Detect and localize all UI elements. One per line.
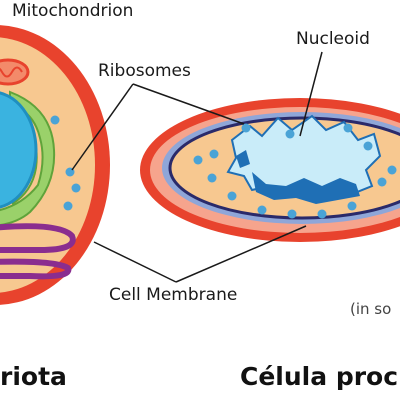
- eukaryota-caption: riota: [0, 362, 67, 391]
- prokaryote-caption: Célula proc: [240, 362, 398, 391]
- prokaryotic-cell: [140, 98, 400, 242]
- membrane-leader-left: [93, 241, 177, 283]
- eukaryotic-ribosomes: [50, 115, 81, 211]
- endoplasmic-reticulum: [0, 90, 56, 227]
- eukaryotic-cell: [0, 25, 110, 305]
- ribosomes-leader-left: [71, 83, 134, 171]
- membrane-leader-right: [175, 225, 307, 283]
- scale-note-label: (in so: [350, 300, 391, 318]
- cell-membrane-label: Cell Membrane: [109, 285, 237, 305]
- nucleus: [0, 91, 38, 209]
- nucleoid-leader: [299, 51, 323, 137]
- prokaryotic-ribosomes: [193, 123, 397, 219]
- ribosomes-label: Ribosomes: [98, 61, 191, 81]
- golgi-apparatus: [0, 223, 76, 280]
- leader-lines: [71, 51, 323, 283]
- nucleoid: [226, 114, 382, 204]
- ribosomes-leader-right: [132, 83, 245, 125]
- mitochondrion-label: Mitochondrion: [12, 1, 133, 21]
- mitochondrion-organelle: [0, 58, 30, 86]
- nucleoid-label: Nucleoid: [296, 29, 370, 49]
